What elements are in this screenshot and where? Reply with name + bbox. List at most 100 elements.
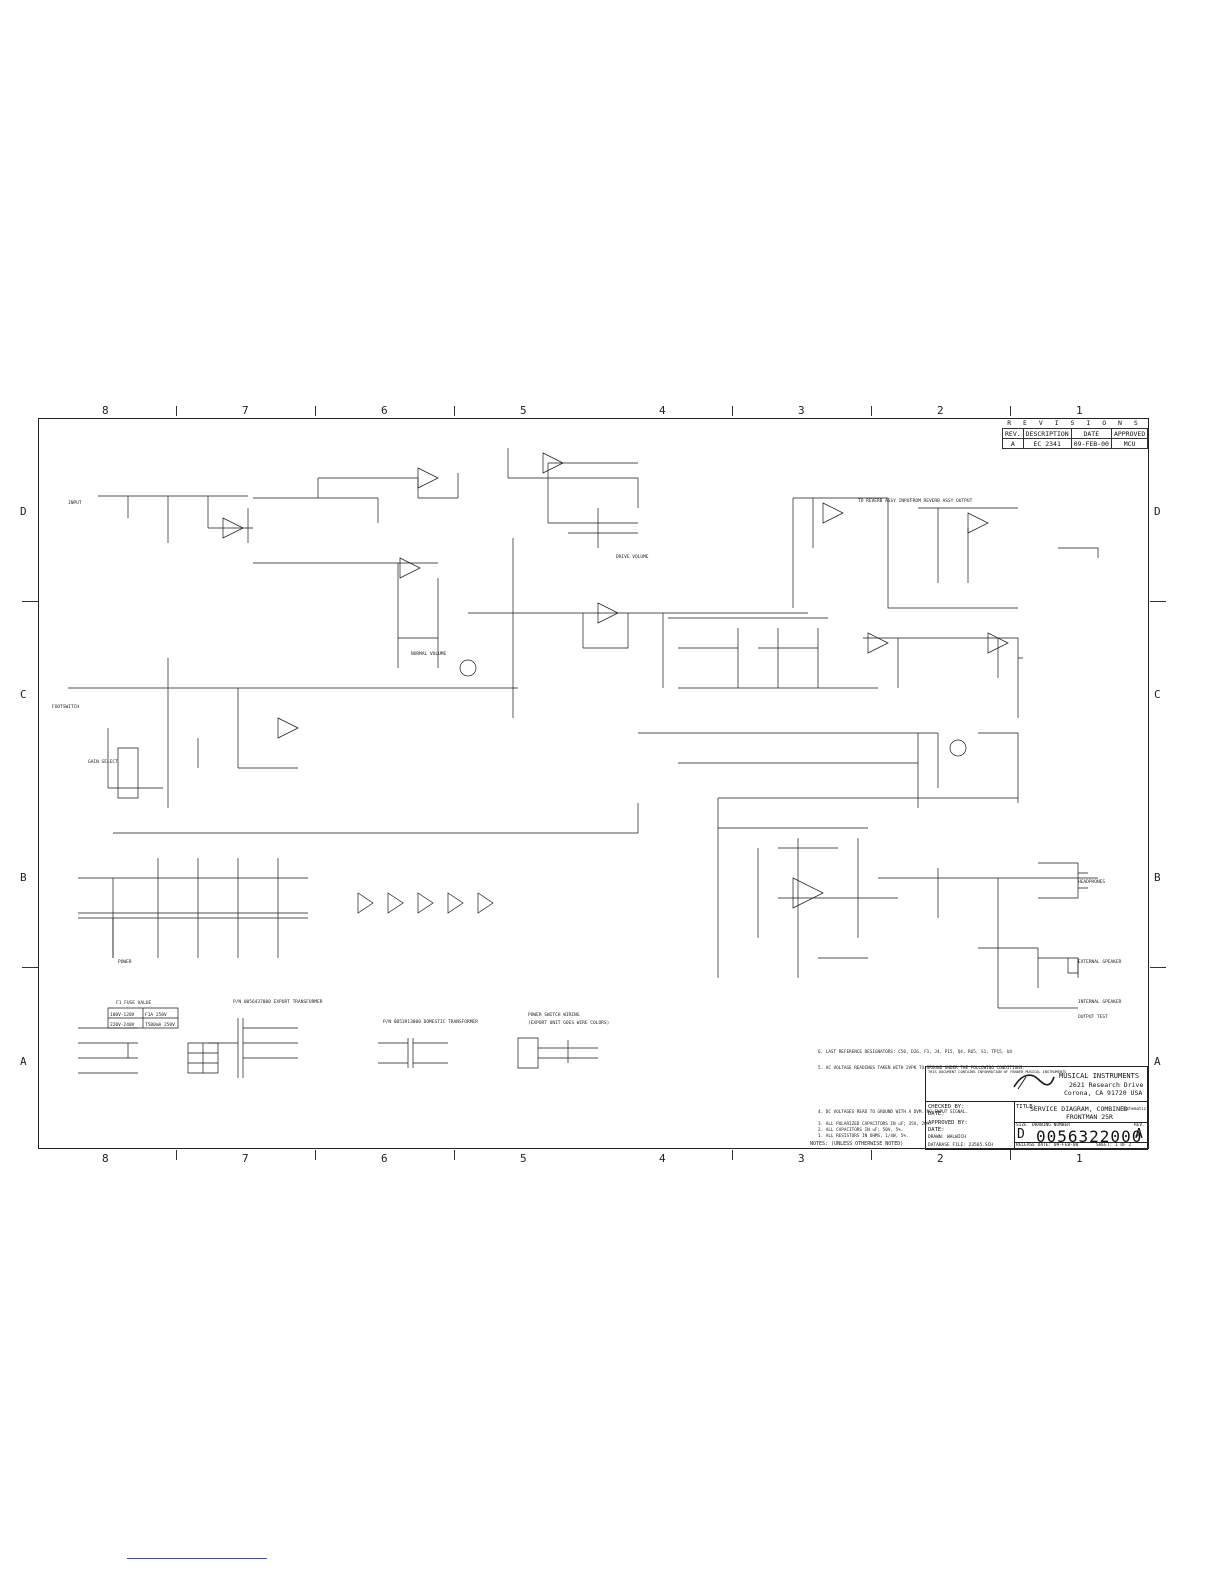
internal-speaker-label: INTERNAL SPEAKER (1078, 999, 1122, 1005)
zone-col-8-bottom: 8 (102, 1152, 109, 1165)
note-6: 6. LAST REFERENCE DESIGNATORS: C50, D26,… (818, 1050, 1013, 1055)
fuse-value-label: F1 FUSE VALUE (116, 1000, 152, 1006)
size-label: SIZE (1016, 1123, 1027, 1128)
revisions-row: A EC 2341 09-FEB-00 MCU (1002, 438, 1149, 449)
zone-col-7-top: 7 (242, 404, 249, 417)
zone-col-3-bottom: 3 (798, 1152, 805, 1165)
opamp-u1c (987, 632, 1009, 654)
jfet-q1 (459, 659, 477, 677)
checked-date-label: DATE: (928, 1111, 945, 1117)
zone-row-b-right: B (1154, 871, 1161, 884)
drawing-title: SERVICE DIAGRAM, COMBINED (1030, 1105, 1128, 1113)
power-amp-ic-u5 (792, 877, 824, 909)
export-transformer (208, 1018, 298, 1078)
transistor-q2 (277, 717, 299, 739)
power-switch-label: POWER SWITCH WIRING (528, 1012, 580, 1018)
opamp-u3a (542, 452, 564, 474)
zone-tick (1010, 1150, 1011, 1160)
company-logo (1013, 1074, 1055, 1090)
power-switch (517, 1037, 598, 1069)
reverb-section-wire (792, 497, 1099, 609)
preamp-wire (253, 473, 459, 523)
opamp-u2a (417, 467, 439, 489)
speaker-wire (978, 947, 1079, 1009)
drawing-number: 0056322000 (1036, 1127, 1143, 1146)
opamp-u4a (822, 502, 844, 524)
fuse-row-1-rating: F1A 250V (145, 1012, 167, 1018)
zone-tick (732, 1150, 733, 1160)
fuse-table (107, 1007, 179, 1029)
normal-volume-label: NORMAL VOLUME (411, 651, 447, 657)
note-1: 1. ALL RESISTORS IN OHMS, 1/4W, 5%. (818, 1134, 909, 1139)
zone-col-3-top: 3 (798, 404, 805, 417)
output-test-label: OUTPUT TEST (1078, 1014, 1108, 1020)
regulator-chain (357, 892, 494, 914)
title-block: THIS DOCUMENT CONTAINS INFORMATION OF FE… (925, 1066, 1149, 1150)
zone-tick (454, 1150, 455, 1160)
revision-date: 09-FEB-00 (1070, 438, 1112, 449)
external-speaker-label: EXTERNAL SPEAKER (1078, 959, 1122, 965)
zone-tick (176, 1150, 177, 1160)
company-name: MUSICAL INSTRUMENTS (1059, 1072, 1140, 1080)
mix-wire (468, 612, 819, 688)
domestic-transformer-label: P/N 0053913000 DOMESTIC TRANSFORMER (383, 1019, 478, 1025)
rev-value: A (1135, 1127, 1144, 1142)
transistor-q3 (949, 739, 967, 757)
sheet-number: SHEET: 1 OF 2 (1096, 1143, 1132, 1148)
drawing-subtitle: FRONTMAN 25R (1066, 1113, 1113, 1121)
note-2: 2. ALL CAPACITORS IN uF; 50V, 5%. (818, 1128, 904, 1133)
zone-col-8-top: 8 (102, 404, 109, 417)
revisions-title: R E V I S I O N S (1007, 419, 1142, 427)
drawing-number-label: DRAWING NUMBER (1032, 1123, 1070, 1128)
size-value: D (1017, 1127, 1026, 1142)
input-wire (98, 495, 253, 543)
drive-channel-wire (507, 448, 639, 718)
power-supply-rail-upper (78, 858, 308, 958)
from-reverb-label: FROM REVERB ASSY OUTPUT (910, 498, 973, 504)
zone-col-1-top: 1 (1076, 404, 1083, 417)
power-supply-rail-lower (78, 912, 308, 958)
opamp-u4b (967, 512, 989, 534)
notes-heading: NOTES: (UNLESS OTHERWISE NOTED) (810, 1141, 904, 1147)
zone-tick (732, 406, 733, 416)
zone-tick (22, 601, 38, 602)
drawn-by: DRAWN: WALWICH (928, 1135, 966, 1140)
note-4: 4. DC VOLTAGES READ TO GROUND WITH A DVM… (818, 1110, 969, 1115)
fuse-row-2-rating: T500mA 250V (145, 1022, 175, 1028)
zone-row-d-right: D (1154, 505, 1161, 518)
opamp-u1b (867, 632, 889, 654)
zone-tick (1150, 601, 1166, 602)
zone-tick (454, 406, 455, 416)
revision-rev: A (1002, 438, 1024, 449)
headphone-jack (1038, 862, 1088, 899)
driver-wire (638, 732, 1019, 808)
domestic-transformer (378, 1038, 448, 1068)
zone-col-4-top: 4 (659, 404, 666, 417)
page-footer-link[interactable] (127, 1558, 267, 1559)
database-file: DATABASE FILE: 23565.SCH (928, 1143, 994, 1148)
zone-tick (176, 406, 177, 416)
power-amp-wire (718, 827, 1098, 1008)
drawing-frame (38, 418, 1149, 1149)
zone-col-7-bottom: 7 (242, 1152, 249, 1165)
zone-tick (871, 1150, 872, 1160)
zone-tick (315, 406, 316, 416)
fuse-row-1-volts: 100V-120V (110, 1012, 135, 1018)
zone-row-c-right: C (1154, 688, 1161, 701)
revision-description: EC 2341 (1022, 438, 1072, 449)
revisions-table: REV. DESCRIPTION DATE APPROVED A EC 2341… (1002, 428, 1149, 449)
company-address-1: 2621 Research Drive (1069, 1081, 1144, 1089)
opamp-u1a (222, 517, 244, 539)
zone-row-c-left: C (20, 688, 27, 701)
company-address-2: Corona, CA 91720 USA (1064, 1089, 1143, 1097)
zone-row-a-left: A (20, 1055, 27, 1068)
note-3: 3. ALL POLARIZED CAPACITORS IN uF; 35V, … (818, 1122, 932, 1127)
drive-volume-label: DRIVE VOLUME (616, 554, 649, 560)
zone-row-a-right: A (1154, 1055, 1161, 1068)
revisions-header-rev: REV. (1002, 428, 1024, 439)
zone-col-2-bottom: 2 (937, 1152, 944, 1165)
export-pin-table (187, 1042, 219, 1074)
drawing-title-tag: (schematic) (1122, 1106, 1149, 1111)
title-label: TITLE: (1016, 1104, 1036, 1110)
zone-col-6-bottom: 6 (381, 1152, 388, 1165)
